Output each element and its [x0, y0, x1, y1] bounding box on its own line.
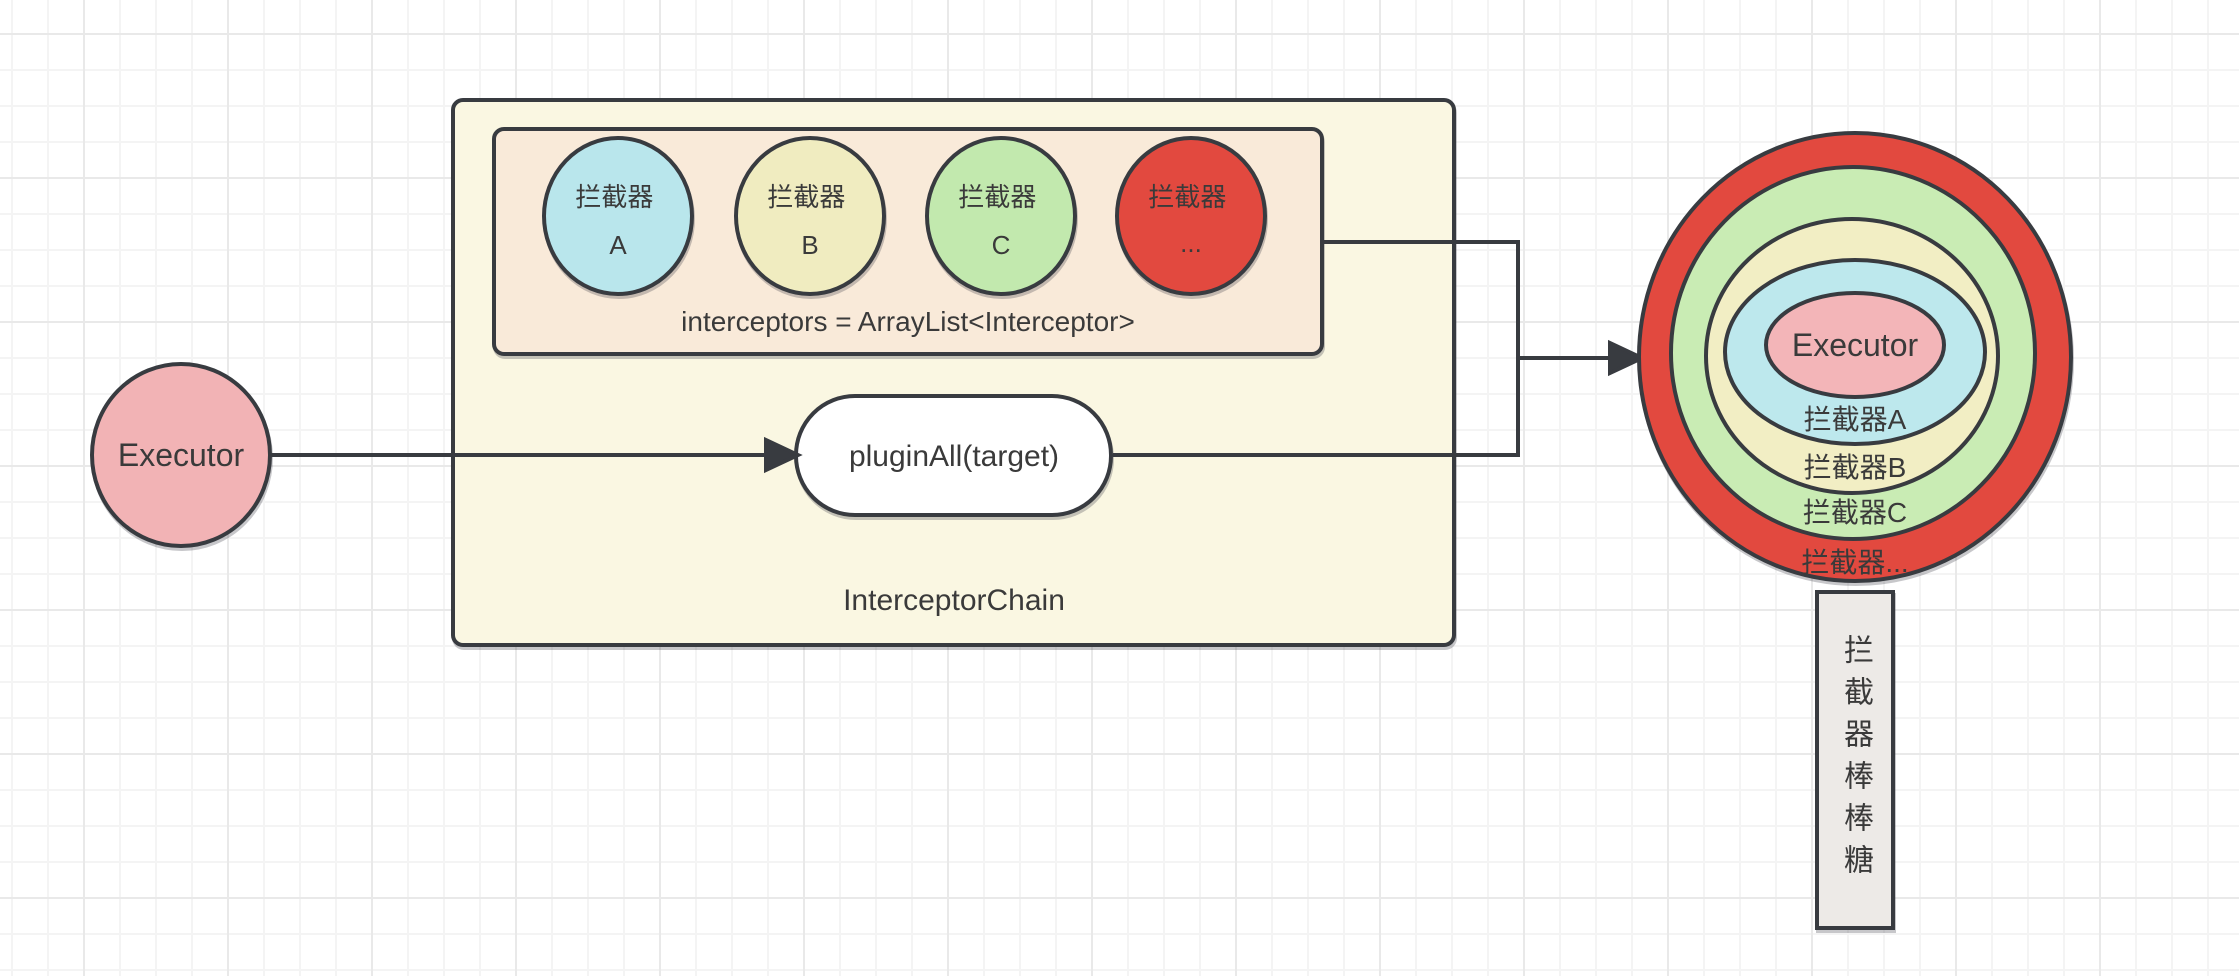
arrow-executor-to-pluginall — [270, 436, 803, 474]
interceptor-circle-a-label: 拦截器 A — [575, 182, 660, 260]
arrowhead-icon — [1608, 339, 1647, 377]
lollipop-ring-c-label: 拦截器C — [1803, 497, 1907, 528]
diagram-root: 拦截器 A 拦截器 B 拦截器 C 拦截器 ... interceptors =… — [90, 98, 2073, 930]
lollipop-ring-more-label: 拦截器... — [1801, 547, 1908, 578]
interceptor-circle-more-label: 拦截器 ... — [1148, 182, 1233, 258]
interceptor-circle-b-label: 拦截器 B — [767, 182, 852, 260]
connector-chain-to-lollipop — [1113, 240, 1647, 457]
interceptor-list-caption: interceptors = ArrayList<Interceptor> — [681, 306, 1135, 337]
lollipop-ring-a-label: 拦截器A — [1804, 404, 1907, 435]
interceptor-chain-title: InterceptorChain — [843, 584, 1065, 617]
arrowhead-icon — [764, 436, 803, 474]
executor-node-label: Executor — [118, 437, 245, 473]
interceptor-circle-a — [542, 136, 694, 296]
lollipop-stick — [1815, 590, 1895, 930]
lollipop-center — [1764, 291, 1946, 399]
lollipop-stick-label: 拦截器棒棒糖 — [1839, 634, 1872, 886]
interceptor-circle-more — [1115, 136, 1267, 296]
lollipop-ring-b-label: 拦截器B — [1804, 452, 1907, 483]
interceptor-circle-b — [734, 136, 886, 296]
interceptor-circle-c — [925, 136, 1077, 296]
interceptor-circle-c-label: 拦截器 C — [958, 182, 1043, 260]
lollipop-center-label: Executor — [1792, 327, 1919, 363]
pluginall-label: pluginAll(target) — [849, 440, 1059, 473]
